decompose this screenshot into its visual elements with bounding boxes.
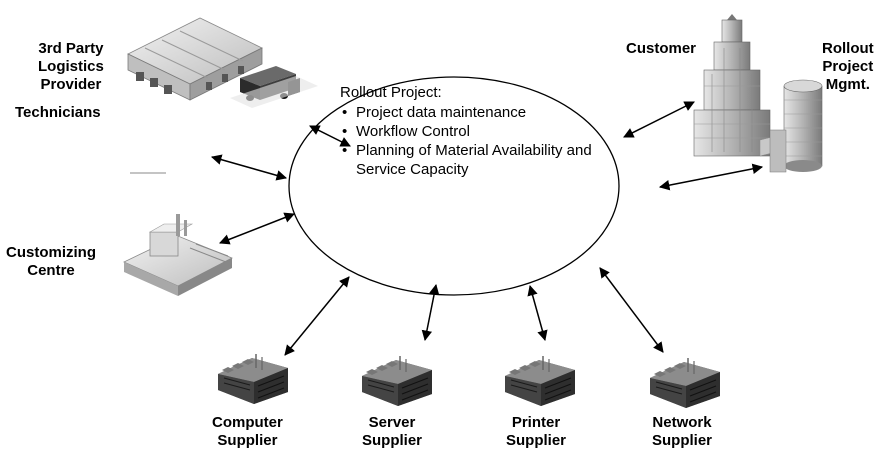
label-customizing-centre: Customizing Centre	[6, 244, 96, 280]
label-customer: Customer	[626, 40, 696, 58]
label-line: Provider	[40, 76, 102, 93]
label-logistics-provider: 3rd Party Logistics Provider	[38, 40, 104, 94]
label-line: Supplier	[362, 432, 423, 449]
label-network-supplier: Network Supplier	[652, 414, 712, 450]
bullet-item: Workflow Control	[340, 122, 606, 141]
server-factory-icon	[361, 355, 433, 407]
label-line: Customizing	[6, 244, 96, 261]
label-line: Technicians	[15, 104, 101, 121]
arrow-customer	[623, 101, 695, 138]
rollout-project-text: Rollout Project: Project data maintenanc…	[340, 83, 606, 179]
label-line: Rollout	[822, 40, 874, 57]
label-line: Server	[368, 414, 416, 431]
label-line: Printer	[511, 414, 561, 431]
factory-icon	[123, 214, 233, 296]
printer-factory-icon	[504, 355, 576, 407]
label-computer-supplier: Computer Supplier	[212, 414, 283, 450]
bullet-item: Planning of Material Availability and Se…	[340, 141, 606, 179]
center-title: Rollout Project:	[340, 84, 442, 101]
center-bullet-list: Project data maintenance Workflow Contro…	[340, 103, 606, 179]
label-line: Project	[822, 58, 874, 75]
label-line: Mgmt.	[825, 76, 870, 93]
arrow-server-supplier	[421, 283, 440, 342]
network-factory-icon	[649, 357, 721, 409]
warehouse-icon	[127, 17, 263, 101]
label-line: Customer	[626, 40, 697, 57]
label-technicians: Technicians	[15, 104, 101, 122]
arrow-printer-supplier	[527, 284, 548, 342]
label-line: Supplier	[217, 432, 278, 449]
label-line: Network	[652, 414, 712, 431]
arrow-rollout-mgmt	[658, 163, 764, 191]
label-printer-supplier: Printer Supplier	[506, 414, 566, 450]
label-line: Centre	[27, 262, 75, 279]
label-line: Supplier	[652, 432, 713, 449]
arrow-computer-supplier	[284, 276, 350, 356]
arrow-network-supplier	[599, 267, 664, 353]
label-line: Supplier	[506, 432, 567, 449]
office-tower-icon	[769, 79, 823, 173]
label-line: 3rd Party	[38, 40, 104, 57]
bullet-item: Project data maintenance	[340, 103, 606, 122]
computer-factory-icon	[217, 353, 289, 405]
arrow-technicians	[210, 154, 288, 181]
truck-icon	[230, 66, 318, 108]
label-line: Computer	[212, 414, 283, 431]
label-server-supplier: Server Supplier	[362, 414, 422, 450]
label-rollout-project-mgmt: Rollout Project Mgmt.	[822, 40, 874, 94]
label-line: Logistics	[38, 58, 104, 75]
arrow-customizing	[219, 212, 295, 245]
